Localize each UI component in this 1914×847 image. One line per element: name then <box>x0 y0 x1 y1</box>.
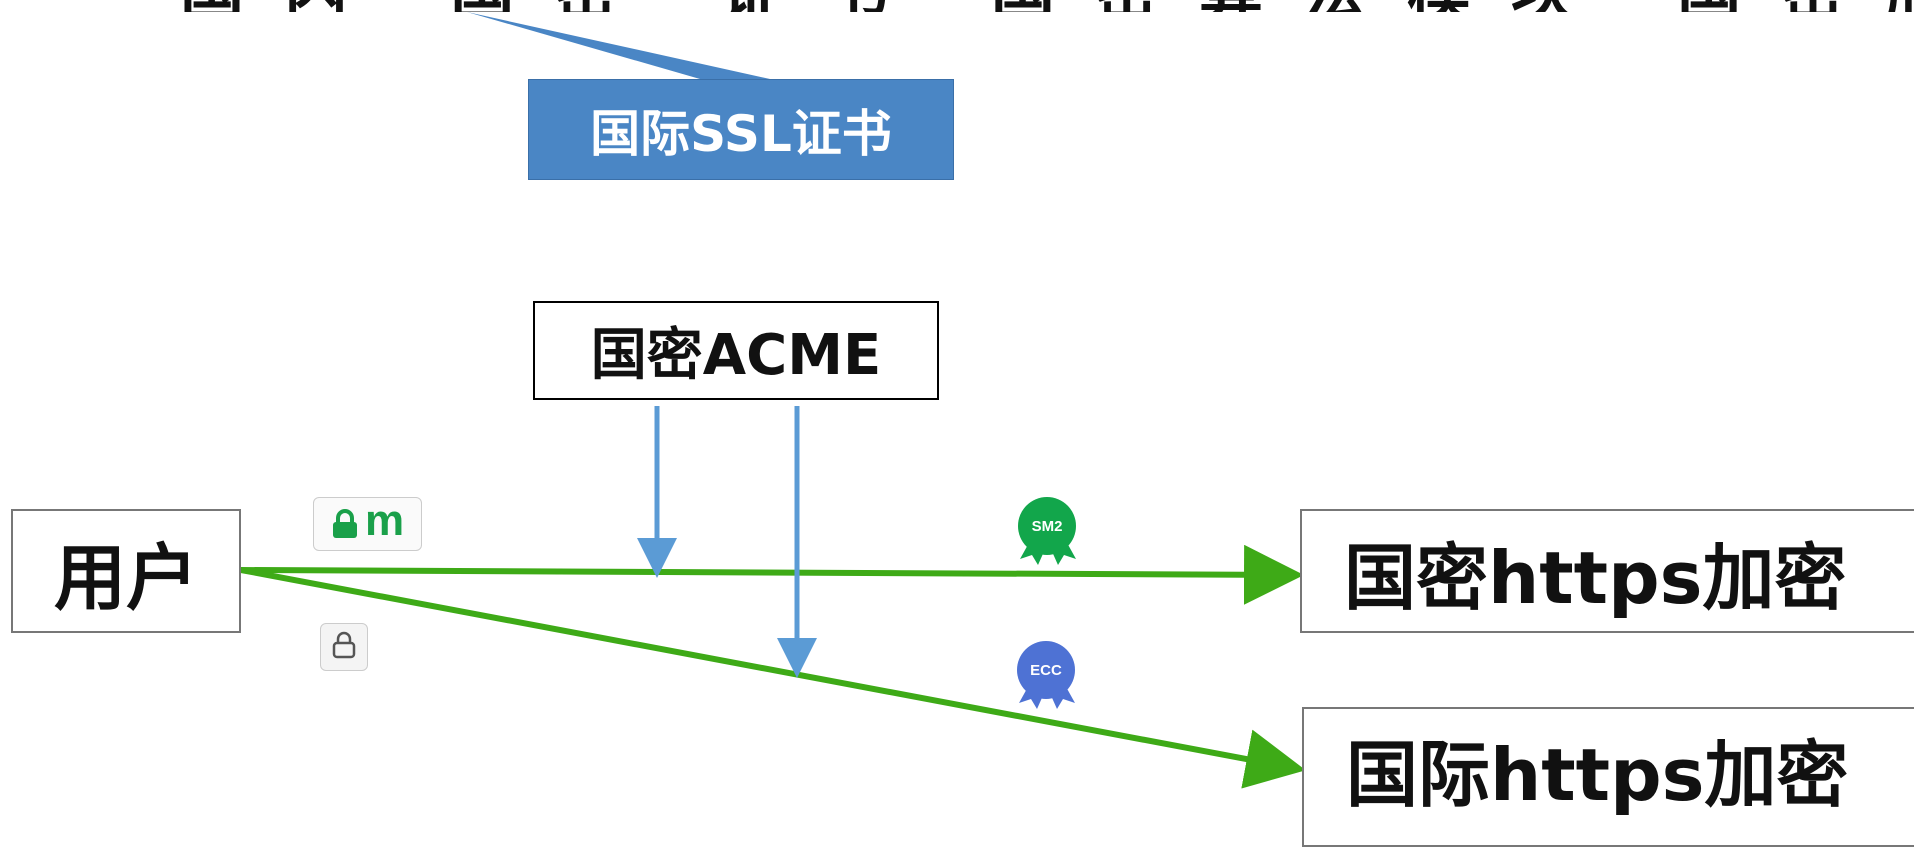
arrow-user-to-gm <box>240 544 1304 605</box>
sm2-seal-icon: SM2 <box>1016 497 1080 567</box>
gm-https-label: 国密https加密 <box>1344 535 1847 620</box>
user-label: 用户 <box>53 535 198 620</box>
user-box: 用户 <box>11 509 241 633</box>
top-title-fragment: 国内 国密 证书 国密算法模块 国密服 <box>180 0 1914 12</box>
acme-box: 国密ACME <box>533 301 939 400</box>
intl-ssl-callout: 国际SSL证书 <box>528 79 954 180</box>
gm-https-box: 国密https加密 <box>1300 509 1914 633</box>
sm2-seal-text: SM2 <box>1018 497 1076 555</box>
ecc-seal-icon: ECC <box>1015 641 1079 711</box>
diagram-connectors <box>240 12 1306 789</box>
lock-badge-letter: m <box>364 496 405 545</box>
callout-pointer <box>467 12 770 79</box>
intl-https-label: 国际https加密 <box>1346 732 1849 817</box>
acme-label: 国密ACME <box>590 323 882 388</box>
arrow-user-to-intl <box>240 567 1306 789</box>
padlock-icon <box>331 630 357 664</box>
ecc-seal-text: ECC <box>1017 641 1075 699</box>
intl-browser-lock-badge <box>320 623 368 671</box>
intl-https-box: 国际https加密 <box>1302 707 1914 847</box>
lock-icon <box>331 499 359 550</box>
gm-browser-lock-badge: m <box>313 497 422 551</box>
